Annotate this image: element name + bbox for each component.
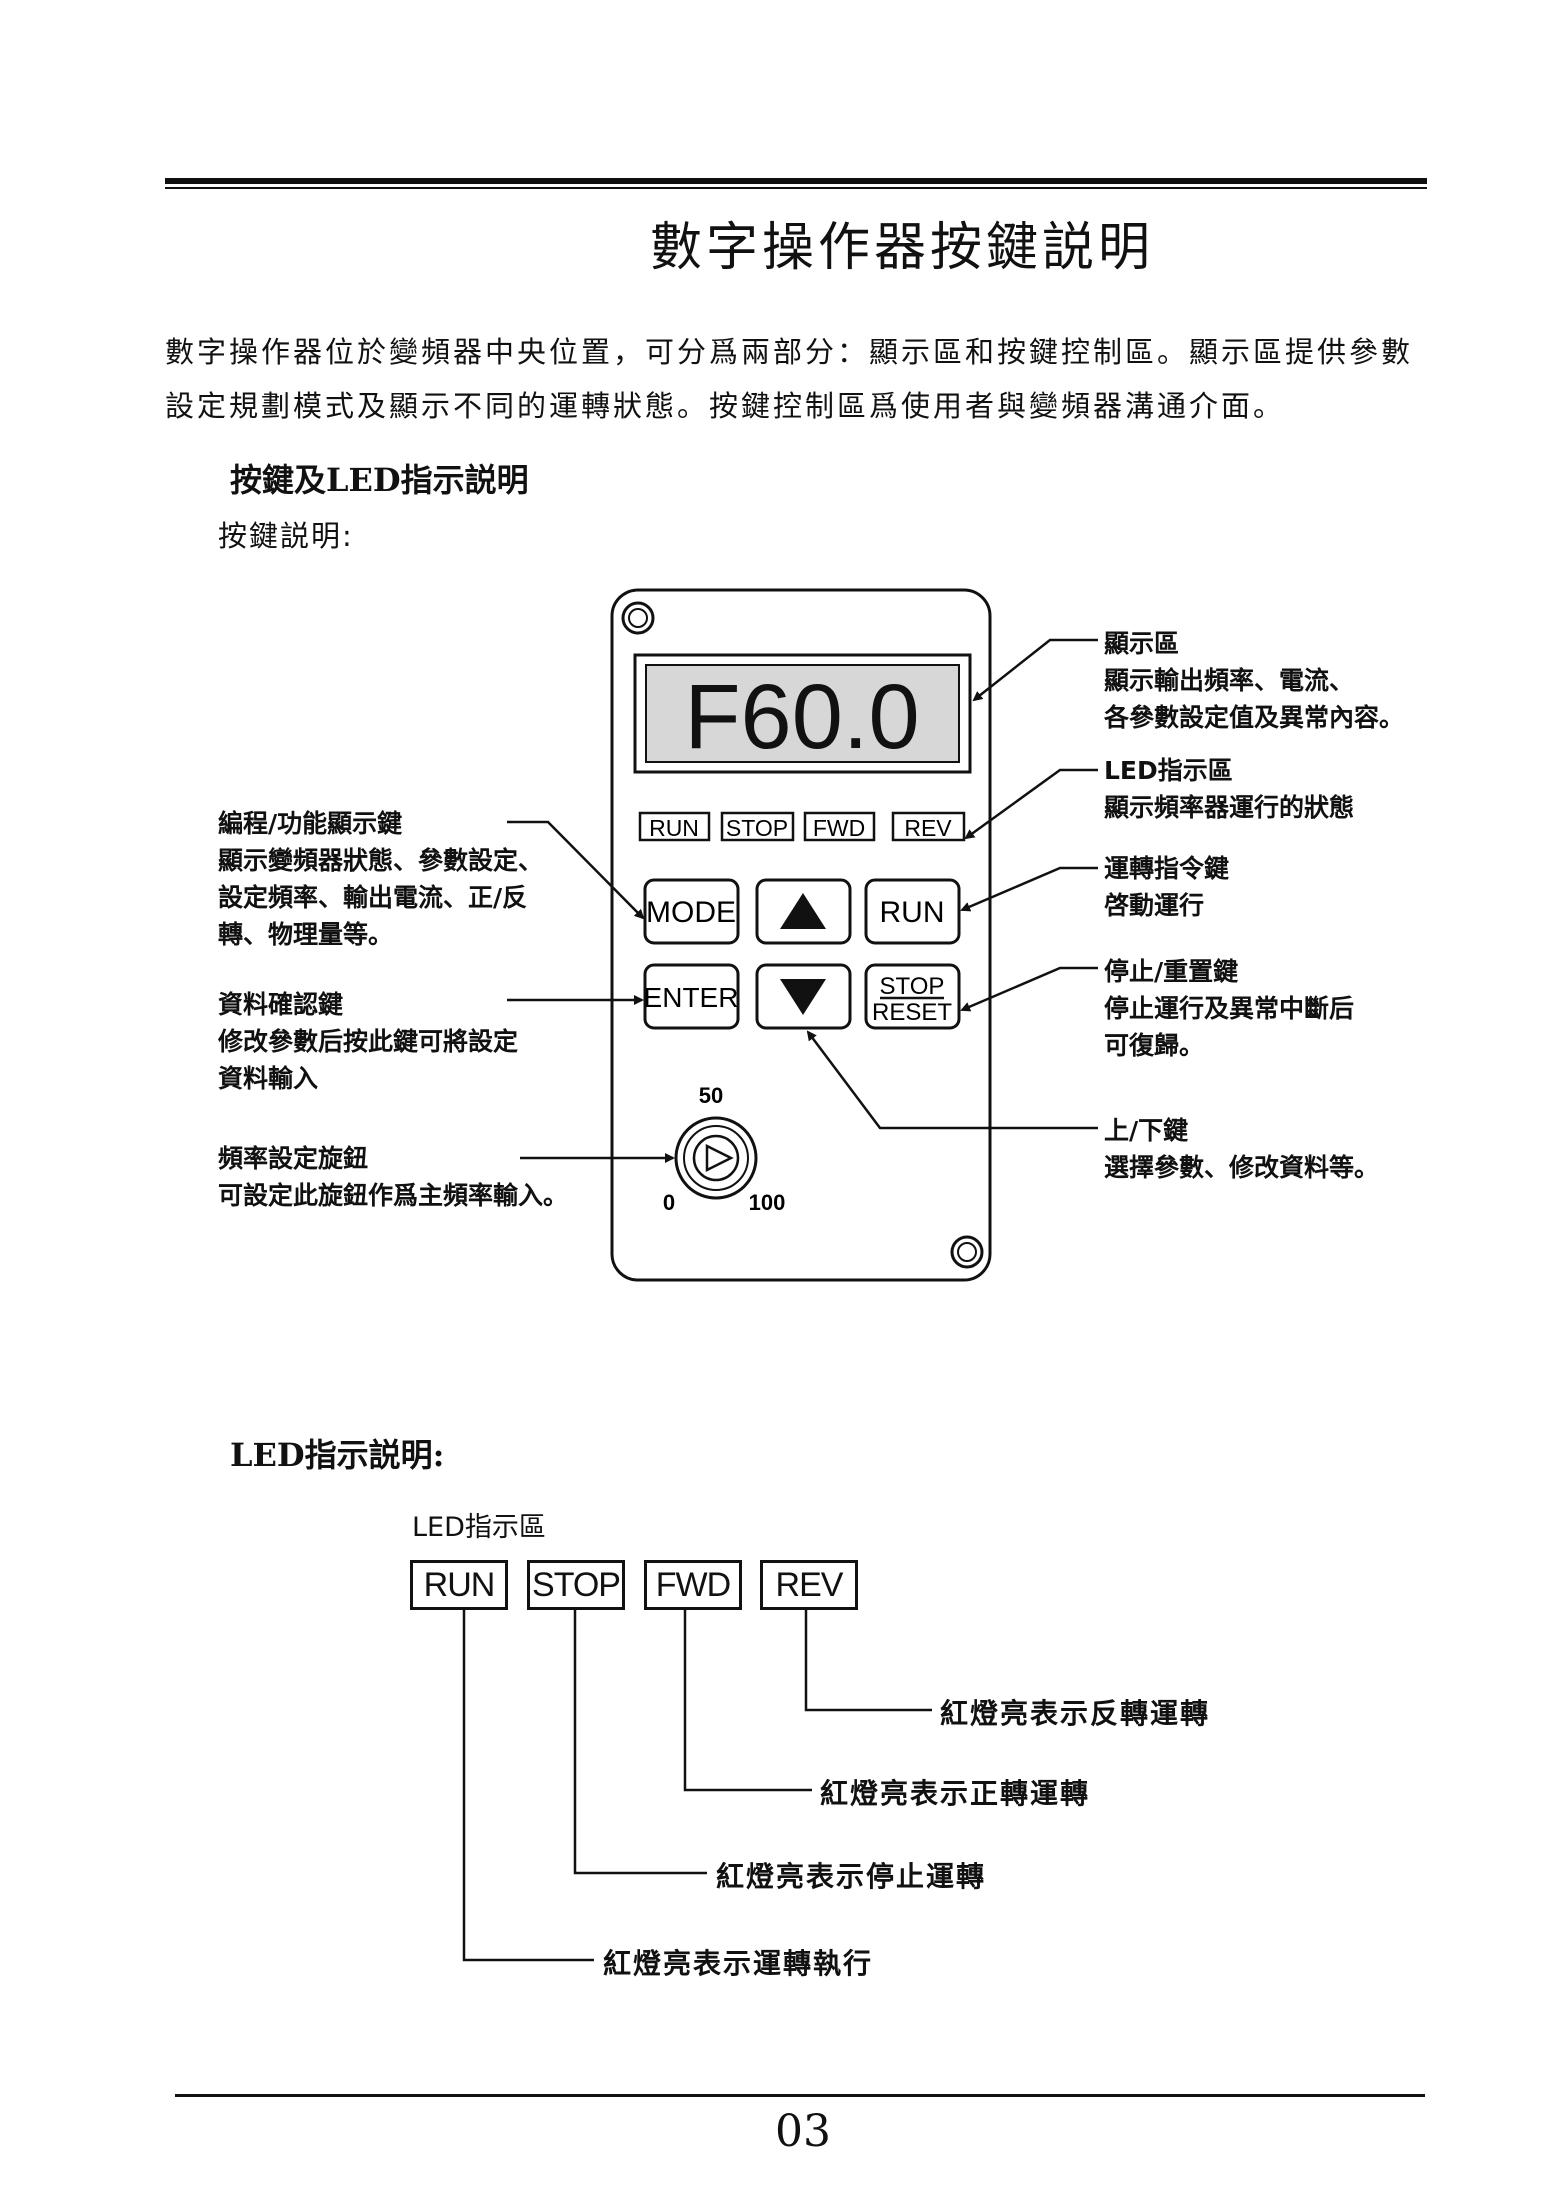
up-arrow-icon bbox=[780, 893, 826, 929]
enter-key[interactable]: ENTER bbox=[643, 963, 740, 1030]
down-arrow-icon bbox=[780, 979, 826, 1015]
page-number: 03 bbox=[775, 2106, 831, 2157]
annotation-mode-key-line1: 顯示變頻器狀態、參數設定、 bbox=[218, 846, 544, 875]
led-box-rev: REV bbox=[760, 1560, 858, 1610]
page-title: 數字操作器按鍵説明 bbox=[650, 218, 1155, 278]
annotation-mode-key: 編程/功能顯示鍵 顯示變頻器狀態、參數設定、 設定頻率、輸出電流、正/反 轉、物… bbox=[218, 805, 543, 953]
led-note-rev: 紅燈亮表示反轉運轉 bbox=[940, 1697, 1211, 1730]
header-rule-thin bbox=[165, 187, 1427, 189]
leader-run bbox=[462, 1610, 594, 1962]
knob-mark-0: 0 bbox=[663, 1190, 675, 1215]
annotation-stop-key-title: 停止/重置鍵 bbox=[1104, 957, 1239, 986]
led-indicator-stop: STOP bbox=[720, 811, 795, 842]
led-indicator-stop-label: STOP bbox=[726, 815, 788, 841]
annotation-enter-key-title: 資料確認鍵 bbox=[218, 990, 344, 1019]
annotation-display-area-line2: 各參數設定值及異常內容。 bbox=[1104, 703, 1405, 732]
knob-play-icon bbox=[705, 1143, 734, 1173]
run-key-label: RUN bbox=[880, 896, 945, 929]
annotation-enter-key: 資料確認鍵 修改參數后按此鍵可將設定 資料輸入 bbox=[218, 986, 518, 1097]
led-box-stop: STOP bbox=[527, 1560, 625, 1610]
led-indicator-rev: REV bbox=[891, 811, 966, 842]
down-key[interactable] bbox=[755, 963, 852, 1030]
annotation-display-area: 顯示區 顯示輸出頻率、電流、 各參數設定值及異常內容。 bbox=[1104, 625, 1404, 736]
annotation-mode-key-title: 編程/功能顯示鍵 bbox=[218, 809, 403, 838]
screw-top-left-icon bbox=[621, 601, 655, 635]
led-note-fwd: 紅燈亮表示正轉運轉 bbox=[820, 1777, 1091, 1810]
annotation-updown-key-title: 上/下鍵 bbox=[1104, 1116, 1189, 1145]
display-screen bbox=[645, 664, 960, 763]
led-indicator-run-label: RUN bbox=[649, 815, 699, 841]
led-note-run: 紅燈亮表示運轉執行 bbox=[603, 1947, 874, 1980]
annotation-knob: 頻率設定旋鈕 可設定此旋鈕作爲主頻率輸入。 bbox=[218, 1140, 568, 1214]
annotation-run-key-title: 運轉指令鍵 bbox=[1104, 854, 1230, 883]
annotation-knob-line1: 可設定此旋鈕作爲主頻率輸入。 bbox=[218, 1181, 569, 1210]
led-box-run: RUN bbox=[410, 1560, 508, 1610]
leader-display-area bbox=[972, 638, 1098, 702]
annotation-stop-key-line2: 可復歸。 bbox=[1104, 1031, 1205, 1060]
annotation-led-area: LED指示區 顯示頻率器運行的狀態 bbox=[1104, 752, 1354, 826]
stop-reset-key[interactable]: STOP RESET bbox=[864, 963, 961, 1030]
footer-rule bbox=[175, 2094, 1425, 2097]
annotation-updown-key: 上/下鍵 選擇參數、修改資料等。 bbox=[1104, 1112, 1379, 1186]
mode-key-label: MODE bbox=[646, 896, 736, 929]
annotation-led-area-title: LED指示區 bbox=[1104, 756, 1233, 785]
annotation-knob-title: 頻率設定旋鈕 bbox=[218, 1144, 369, 1173]
frequency-knob[interactable] bbox=[674, 1116, 758, 1200]
reset-key-label: RESET bbox=[872, 999, 952, 1026]
section-heading-led: LED指示説明: bbox=[230, 1436, 445, 1474]
intro-paragraph: 數字操作器位於變頻器中央位置，可分爲兩部分：顯示區和按鍵控制區。顯示區提供參數 … bbox=[165, 325, 1435, 433]
led-zone-label: LED指示區 bbox=[412, 1512, 546, 1543]
intro-line-2: 設定規劃模式及顯示不同的運轉狀態。按鍵控制區爲使用者與變頻器溝通介面。 bbox=[165, 389, 1286, 423]
intro-line-1: 數字操作器位於變頻器中央位置，可分爲兩部分：顯示區和按鍵控制區。顯示區提供參數 bbox=[165, 335, 1414, 369]
leader-updown-key bbox=[806, 1030, 1098, 1130]
section-heading-keys-led: 按鍵及LED指示説明 bbox=[230, 461, 529, 499]
knob-mark-50: 50 bbox=[699, 1083, 723, 1108]
annotation-run-key: 運轉指令鍵 啓動運行 bbox=[1104, 850, 1229, 924]
run-key[interactable]: RUN bbox=[864, 878, 961, 945]
leader-stop-key bbox=[960, 966, 1098, 1012]
annotation-run-key-line1: 啓動運行 bbox=[1104, 891, 1205, 920]
keypad-diagram: F60.0 RUN STOP FWD REV MODE RUN ENTER S bbox=[507, 588, 1098, 1282]
stop-key-label: STOP bbox=[880, 973, 945, 1000]
leader-led-area bbox=[964, 768, 1098, 840]
led-indicator-fwd: FWD bbox=[803, 811, 876, 842]
header-rule-thick bbox=[165, 178, 1427, 184]
led-indicator-rev-label: REV bbox=[904, 815, 952, 841]
leader-stop bbox=[573, 1610, 707, 1875]
leader-run-key bbox=[960, 866, 1098, 912]
screw-bottom-right-icon bbox=[950, 1235, 984, 1269]
mode-key[interactable]: MODE bbox=[643, 878, 740, 945]
annotation-enter-key-line1: 修改參數后按此鍵可將設定 bbox=[218, 1027, 519, 1056]
leader-fwd bbox=[683, 1610, 812, 1792]
section-subheading-keys: 按鍵説明: bbox=[218, 519, 354, 553]
annotation-stop-key-line1: 停止運行及異常中斷后 bbox=[1104, 994, 1355, 1023]
annotation-enter-key-line2: 資料輸入 bbox=[218, 1064, 319, 1093]
annotation-stop-key: 停止/重置鍵 停止運行及異常中斷后 可復歸。 bbox=[1104, 953, 1354, 1064]
led-box-fwd: FWD bbox=[644, 1560, 742, 1610]
annotation-mode-key-line3: 轉、物理量等。 bbox=[218, 920, 394, 949]
annotation-updown-key-line1: 選擇參數、修改資料等。 bbox=[1104, 1153, 1380, 1182]
up-key[interactable] bbox=[755, 878, 852, 945]
annotation-led-area-line1: 顯示頻率器運行的狀態 bbox=[1104, 793, 1355, 822]
annotation-display-area-title: 顯示區 bbox=[1104, 629, 1180, 658]
led-leader-lines bbox=[462, 1610, 932, 1962]
annotation-display-area-line1: 顯示輸出頻率、電流、 bbox=[1104, 666, 1355, 695]
knob-mark-100: 100 bbox=[749, 1190, 786, 1215]
enter-key-label: ENTER bbox=[644, 982, 739, 1013]
leader-rev bbox=[804, 1610, 932, 1712]
led-indicator-run: RUN bbox=[638, 811, 711, 842]
led-note-stop: 紅燈亮表示停止運轉 bbox=[716, 1860, 987, 1893]
display-readout: F60.0 bbox=[684, 666, 919, 768]
leader-mode-key bbox=[507, 820, 645, 920]
annotation-mode-key-line2: 設定頻率、輸出電流、正/反 bbox=[218, 883, 528, 912]
led-indicator-fwd-label: FWD bbox=[813, 815, 865, 841]
